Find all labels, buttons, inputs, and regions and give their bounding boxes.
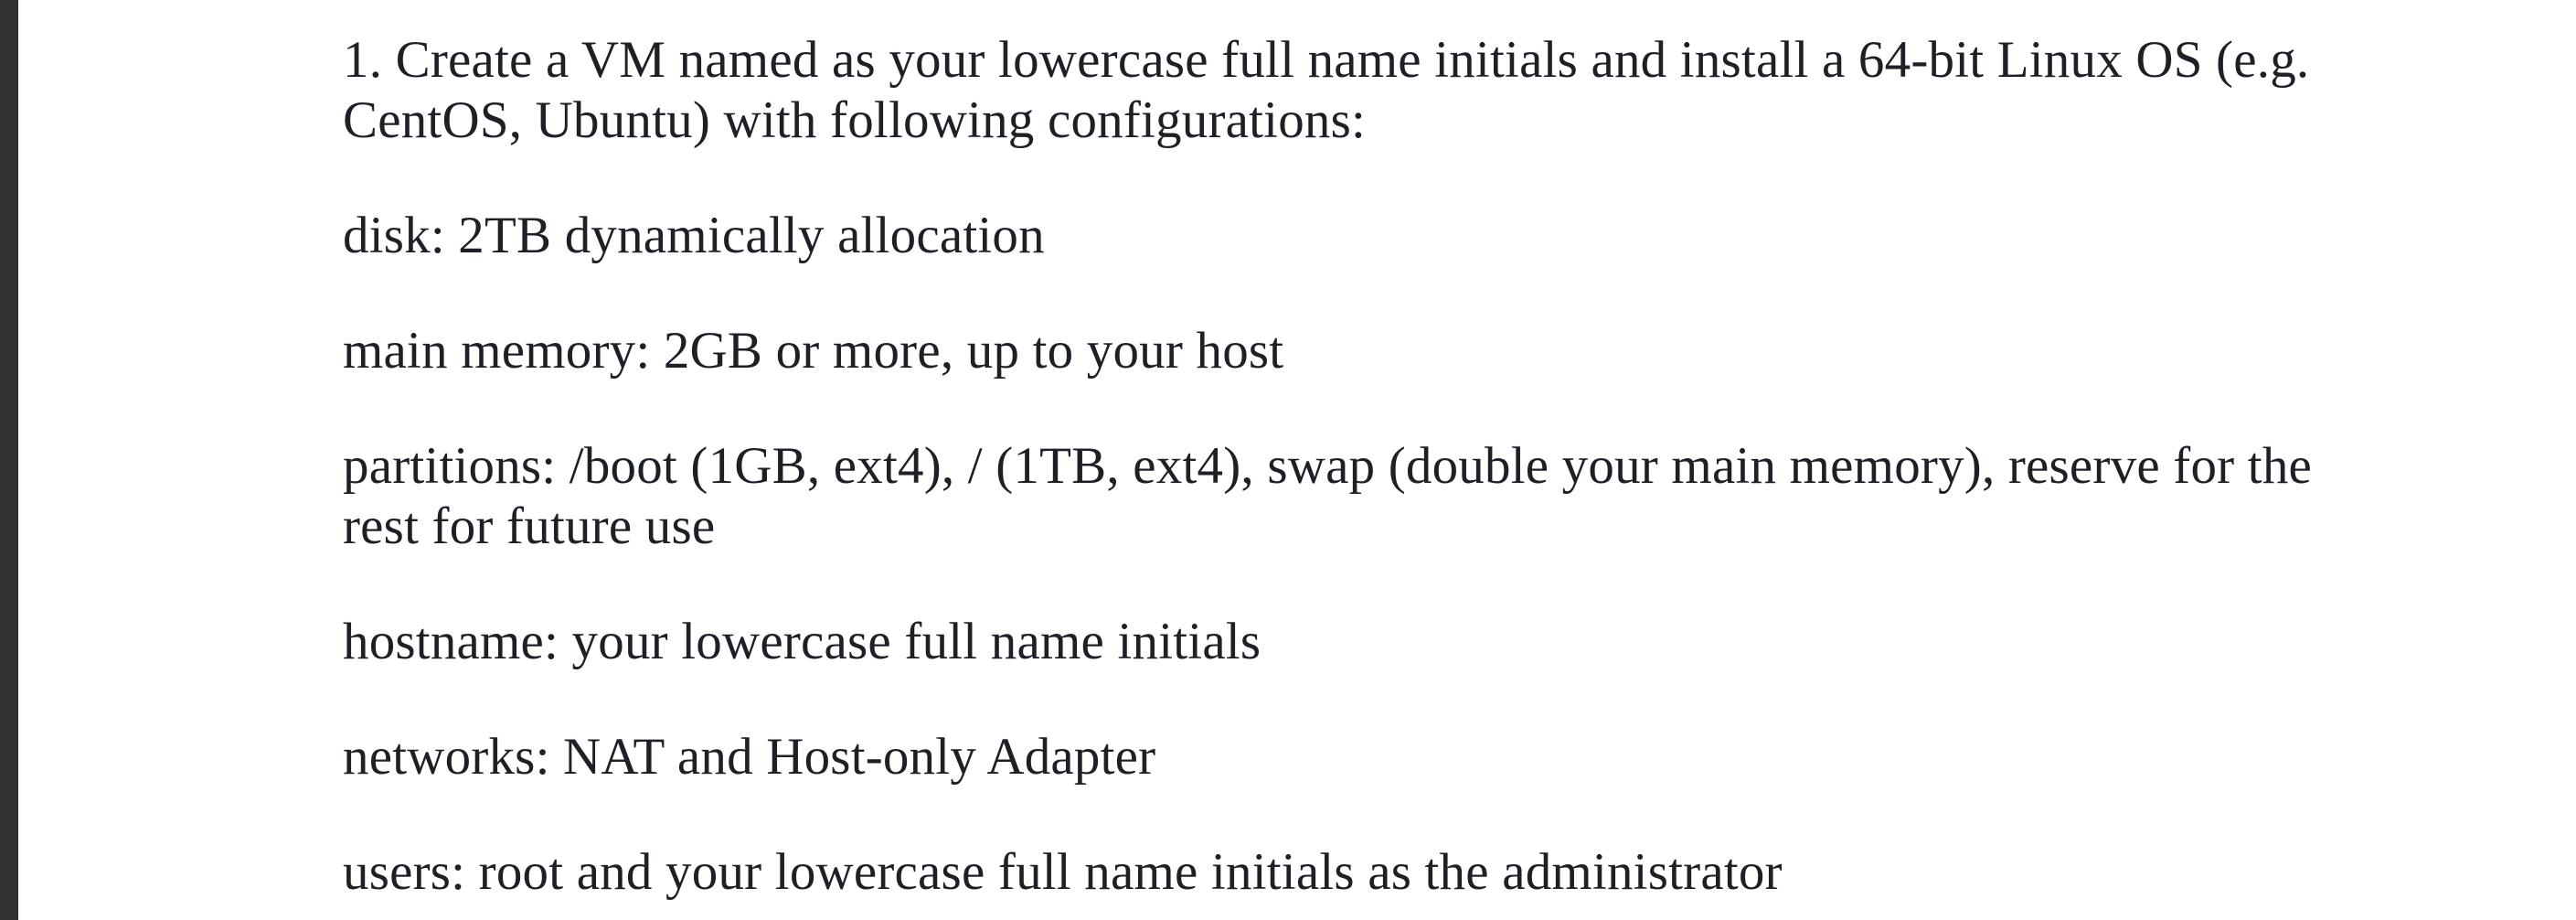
text-line: CentOS, Ubuntu) with following configura…	[343, 91, 1367, 149]
text-line: main memory: 2GB or more, up to your hos…	[343, 322, 1284, 380]
text-line: partitions: /boot (1GB, ext4), / (1TB, e…	[343, 437, 2313, 495]
paragraph: partitions: /boot (1GB, ext4), / (1TB, e…	[343, 436, 2539, 557]
paragraph: main memory: 2GB or more, up to your hos…	[343, 321, 2539, 381]
paragraph: networks: NAT and Host-only Adapter	[343, 727, 2539, 787]
paragraph: users: root and your lowercase full name…	[343, 842, 2539, 903]
text-line: hostname: your lowercase full name initi…	[343, 613, 1261, 670]
paragraph: disk: 2TB dynamically allocation	[343, 206, 2539, 266]
text-line: rest for future use	[343, 497, 716, 555]
text-line: disk: 2TB dynamically allocation	[343, 207, 1045, 264]
window-left-edge	[0, 0, 18, 920]
text-line: networks: NAT and Host-only Adapter	[343, 728, 1156, 786]
text-line: users: root and your lowercase full name…	[343, 843, 1783, 901]
paragraph: 1. Create a VM named as your lowercase f…	[343, 30, 2539, 151]
document-text: 1. Create a VM named as your lowercase f…	[343, 30, 2539, 903]
text-line: 1. Create a VM named as your lowercase f…	[343, 31, 2310, 89]
paragraph: hostname: your lowercase full name initi…	[343, 612, 2539, 672]
document-page: 1. Create a VM named as your lowercase f…	[18, 0, 2576, 920]
